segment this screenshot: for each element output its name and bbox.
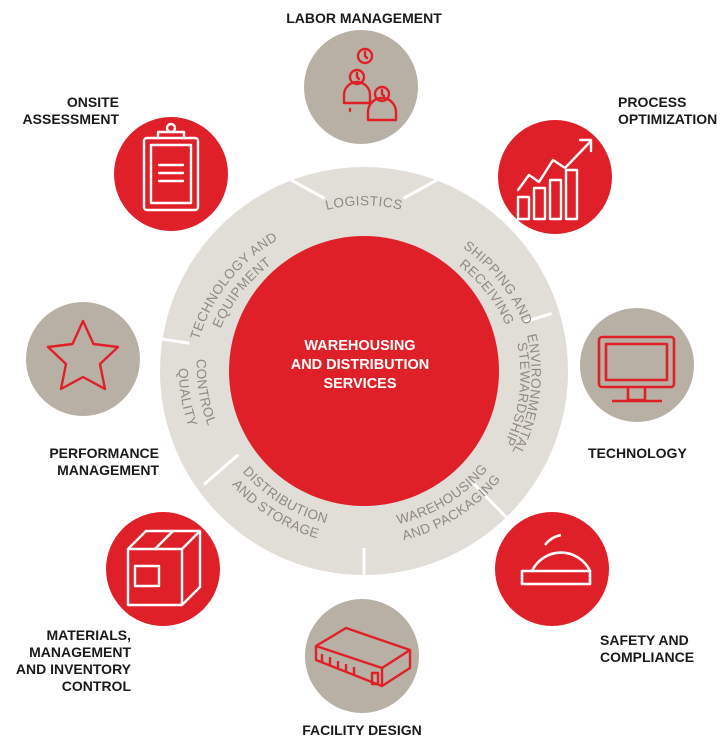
label-labor-management: LABOR MANAGEMENT bbox=[286, 10, 442, 27]
label-process-optimization: PROCESS OPTIMIZATION bbox=[618, 94, 723, 128]
people-clock-icon bbox=[342, 47, 398, 122]
label-text: FACILITY DESIGN bbox=[302, 722, 422, 738]
monitor-icon bbox=[597, 335, 676, 403]
box-icon bbox=[126, 529, 202, 607]
center-title-line: WAREHOUSING bbox=[304, 338, 416, 354]
label-text: TECHNOLOGY bbox=[588, 445, 687, 461]
star-icon bbox=[46, 319, 120, 391]
facility-design-node bbox=[305, 599, 419, 713]
hard-hat-icon bbox=[520, 533, 592, 586]
technology-node bbox=[580, 308, 694, 422]
label-technology: TECHNOLOGY bbox=[588, 445, 698, 462]
ring-dividers bbox=[161, 172, 552, 575]
materials-management-node bbox=[106, 512, 220, 626]
onsite-assessment-node bbox=[114, 117, 228, 231]
label-line: MANAGEMENT bbox=[29, 644, 131, 660]
divider bbox=[471, 481, 509, 520]
label-line: CONTROL bbox=[61, 678, 131, 694]
divider bbox=[278, 172, 326, 200]
divider bbox=[523, 312, 552, 324]
label-line: SAFETY AND bbox=[600, 632, 689, 648]
center-title-line: SERVICES bbox=[323, 376, 397, 392]
label-safety-compliance: SAFETY AND COMPLIANCE bbox=[600, 632, 715, 666]
label-line: ASSESSMENT bbox=[22, 111, 119, 127]
label-materials-management: MATERIALS, MANAGEMENT AND INVENTORY CONT… bbox=[0, 627, 131, 695]
labor-management-node bbox=[304, 30, 418, 144]
label-line: OPTIMIZATION bbox=[618, 111, 718, 127]
clipboard-icon bbox=[142, 122, 200, 212]
center-title-line: AND DISTRIBUTION bbox=[290, 357, 430, 373]
safety-compliance-node bbox=[495, 512, 609, 626]
divider bbox=[203, 453, 240, 486]
label-line: ONSITE bbox=[66, 94, 119, 110]
label-line: MANAGEMENT bbox=[57, 462, 159, 478]
center-circle bbox=[229, 236, 499, 506]
label-line: MATERIALS, bbox=[46, 627, 131, 643]
label-facility-design: FACILITY DESIGN bbox=[292, 722, 432, 739]
process-optimization-node bbox=[498, 120, 612, 234]
label-text: LABOR MANAGEMENT bbox=[286, 10, 442, 26]
label-line: PROCESS bbox=[618, 94, 687, 110]
label-line: PERFORMANCE bbox=[49, 445, 159, 461]
growth-chart-icon bbox=[516, 138, 593, 221]
center-title: WAREHOUSING AND DISTRIBUTION SERVICES bbox=[260, 337, 460, 394]
performance-management-node bbox=[26, 302, 140, 416]
divider bbox=[161, 337, 190, 345]
warehouse-icon bbox=[314, 626, 412, 688]
label-performance-management: PERFORMANCE MANAGEMENT bbox=[14, 445, 159, 479]
label-onsite-assessment: ONSITE ASSESSMENT bbox=[0, 94, 119, 128]
divider bbox=[402, 172, 450, 200]
label-line: COMPLIANCE bbox=[600, 649, 695, 665]
label-line: AND INVENTORY bbox=[15, 661, 131, 677]
